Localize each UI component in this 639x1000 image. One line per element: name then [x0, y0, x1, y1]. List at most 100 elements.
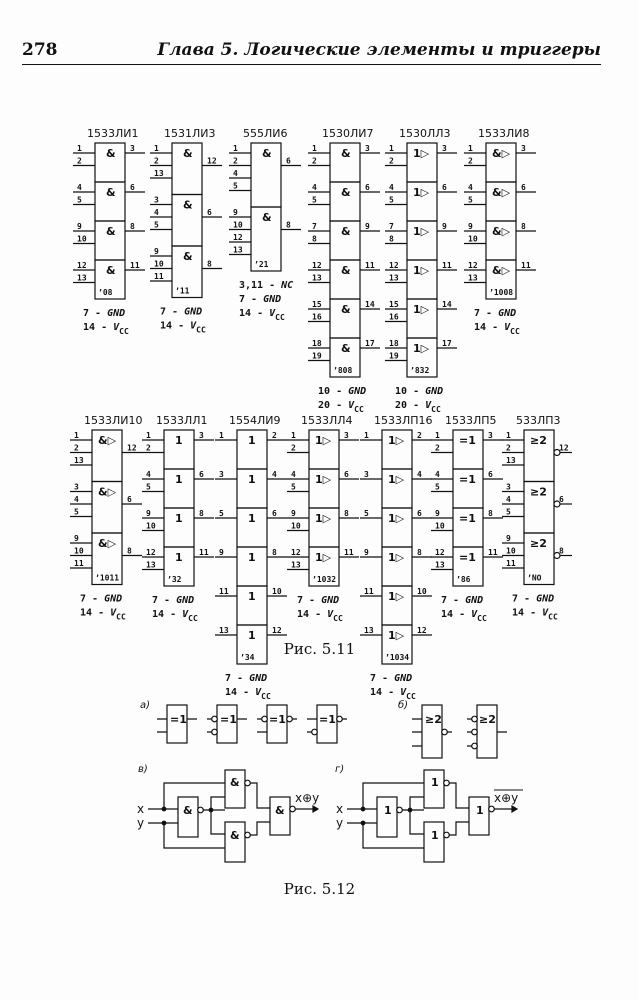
chapter-title: Глава 5. Логические элементы и триггеры [157, 40, 601, 60]
gate-box [452, 546, 484, 587]
power-pin-name: GND [498, 308, 516, 319]
power-pin-name: V [113, 322, 120, 333]
input-pin-number: 10 [468, 235, 478, 244]
input-pin-number: 16 [312, 313, 322, 322]
output-pin-number: 12 [207, 157, 217, 166]
input-pin-number: 5 [74, 508, 79, 517]
gate-box [250, 206, 282, 272]
output-pin-number: 6 [130, 183, 135, 192]
input-pin-number: 12 [146, 548, 156, 557]
dash: - [166, 307, 184, 318]
power-pin-note: 7 - GND [512, 594, 554, 605]
input-pin-number: 10 [154, 260, 164, 269]
output-pin-number: 11 [442, 261, 452, 270]
output-pin-number: 6 [442, 183, 447, 192]
power-pin-number: 7 [474, 308, 480, 319]
input-pin-number: 13 [435, 561, 445, 570]
input-pin-number: 5 [291, 483, 296, 492]
power-pin-subscript: CC [119, 327, 129, 336]
power-pin-name: GND [465, 595, 483, 606]
gate-symbol: 1 [248, 512, 256, 525]
input-pin-number: 3 [154, 196, 159, 205]
power-pin-number: 7 [239, 294, 245, 305]
gate-symbol: & [341, 186, 351, 199]
input-pin-number: 18 [312, 339, 322, 348]
power-pin-number: 3,11 [239, 280, 263, 291]
output-pin-number: 4 [272, 470, 277, 479]
input-pin-number: 13 [77, 274, 87, 283]
gate-symbol: 1▷ [413, 186, 430, 199]
gate-symbol: & [341, 225, 351, 238]
power-pin-name: V [471, 609, 478, 620]
output-pin-number: 3 [130, 144, 135, 153]
input-pin-number: 12 [389, 261, 399, 270]
part-code: ’1032 [312, 575, 336, 584]
dash: - [237, 687, 255, 698]
input-pin-number: 13 [312, 274, 322, 283]
input-pin-number: 18 [389, 339, 399, 348]
svg-text:=1: =1 [269, 713, 286, 726]
gate-box [163, 546, 195, 587]
gate-symbol: 1▷ [413, 264, 430, 277]
gate-symbol: & [341, 147, 351, 160]
gate-symbol: & [183, 147, 193, 160]
input-pin-number: 2 [77, 157, 82, 166]
input-pin-number: 1 [74, 431, 79, 440]
output-pin-number: 8 [286, 221, 291, 230]
gate-symbol: 1 [248, 629, 256, 642]
input-pin-number: 1 [291, 431, 296, 440]
input-pin-number: 5 [468, 196, 473, 205]
power-pin-subscript: CC [477, 614, 487, 623]
input-pin-number: 13 [74, 456, 84, 465]
input-pin-number: 3 [74, 483, 79, 492]
input-pin-number: 12 [233, 233, 243, 242]
chip-title: 1533ЛЛ4 [301, 414, 353, 427]
label-v: в) [138, 764, 148, 775]
label-a: а) [140, 700, 150, 711]
power-pin-note: 14 - VCC [83, 322, 129, 336]
dash: - [245, 294, 263, 305]
dash: - [480, 308, 498, 319]
output-pin-number: 14 [442, 300, 452, 309]
gate-symbol: =1 [459, 473, 476, 486]
power-pin-number: 14 [152, 609, 164, 620]
output-pin-number: 12 [559, 444, 569, 453]
output-pin-number: 11 [488, 548, 498, 557]
chip-1530ЛЛ3: 1530ЛЛ31▷1231▷4561▷7891▷1213111▷1516141▷… [385, 127, 457, 414]
gate-box [171, 245, 203, 299]
output-pin-number: 3 [365, 144, 370, 153]
input-pin-number: 13 [506, 456, 516, 465]
dash: - [453, 609, 471, 620]
xnor-nor-circuit: 1 1 1 1 x y x⊕y [336, 769, 523, 863]
input-pin-number: 5 [77, 196, 82, 205]
gate-symbol: &▷ [98, 486, 117, 499]
input-pin-number: 13 [233, 246, 243, 255]
power-pin-note: 3,11 - NC [239, 280, 293, 291]
power-pin-subscript: CC [196, 326, 206, 335]
power-pin-subscript: CC [261, 692, 271, 701]
output-pin-number: 12 [417, 626, 427, 635]
power-pin-note: 10 - GND [318, 386, 366, 397]
power-pin-number: 7 [152, 595, 158, 606]
power-pin-name: V [269, 308, 276, 319]
power-pin-name: GND [107, 308, 125, 319]
gate-symbol: &▷ [492, 225, 511, 238]
power-pin-number: 14 [239, 308, 251, 319]
input-x: x [336, 802, 343, 816]
power-pin-note: 7 - GND [152, 595, 194, 606]
input-pin-number: 1 [77, 144, 82, 153]
power-pin-number: 14 [160, 321, 172, 332]
input-pin-number: 13 [291, 561, 301, 570]
